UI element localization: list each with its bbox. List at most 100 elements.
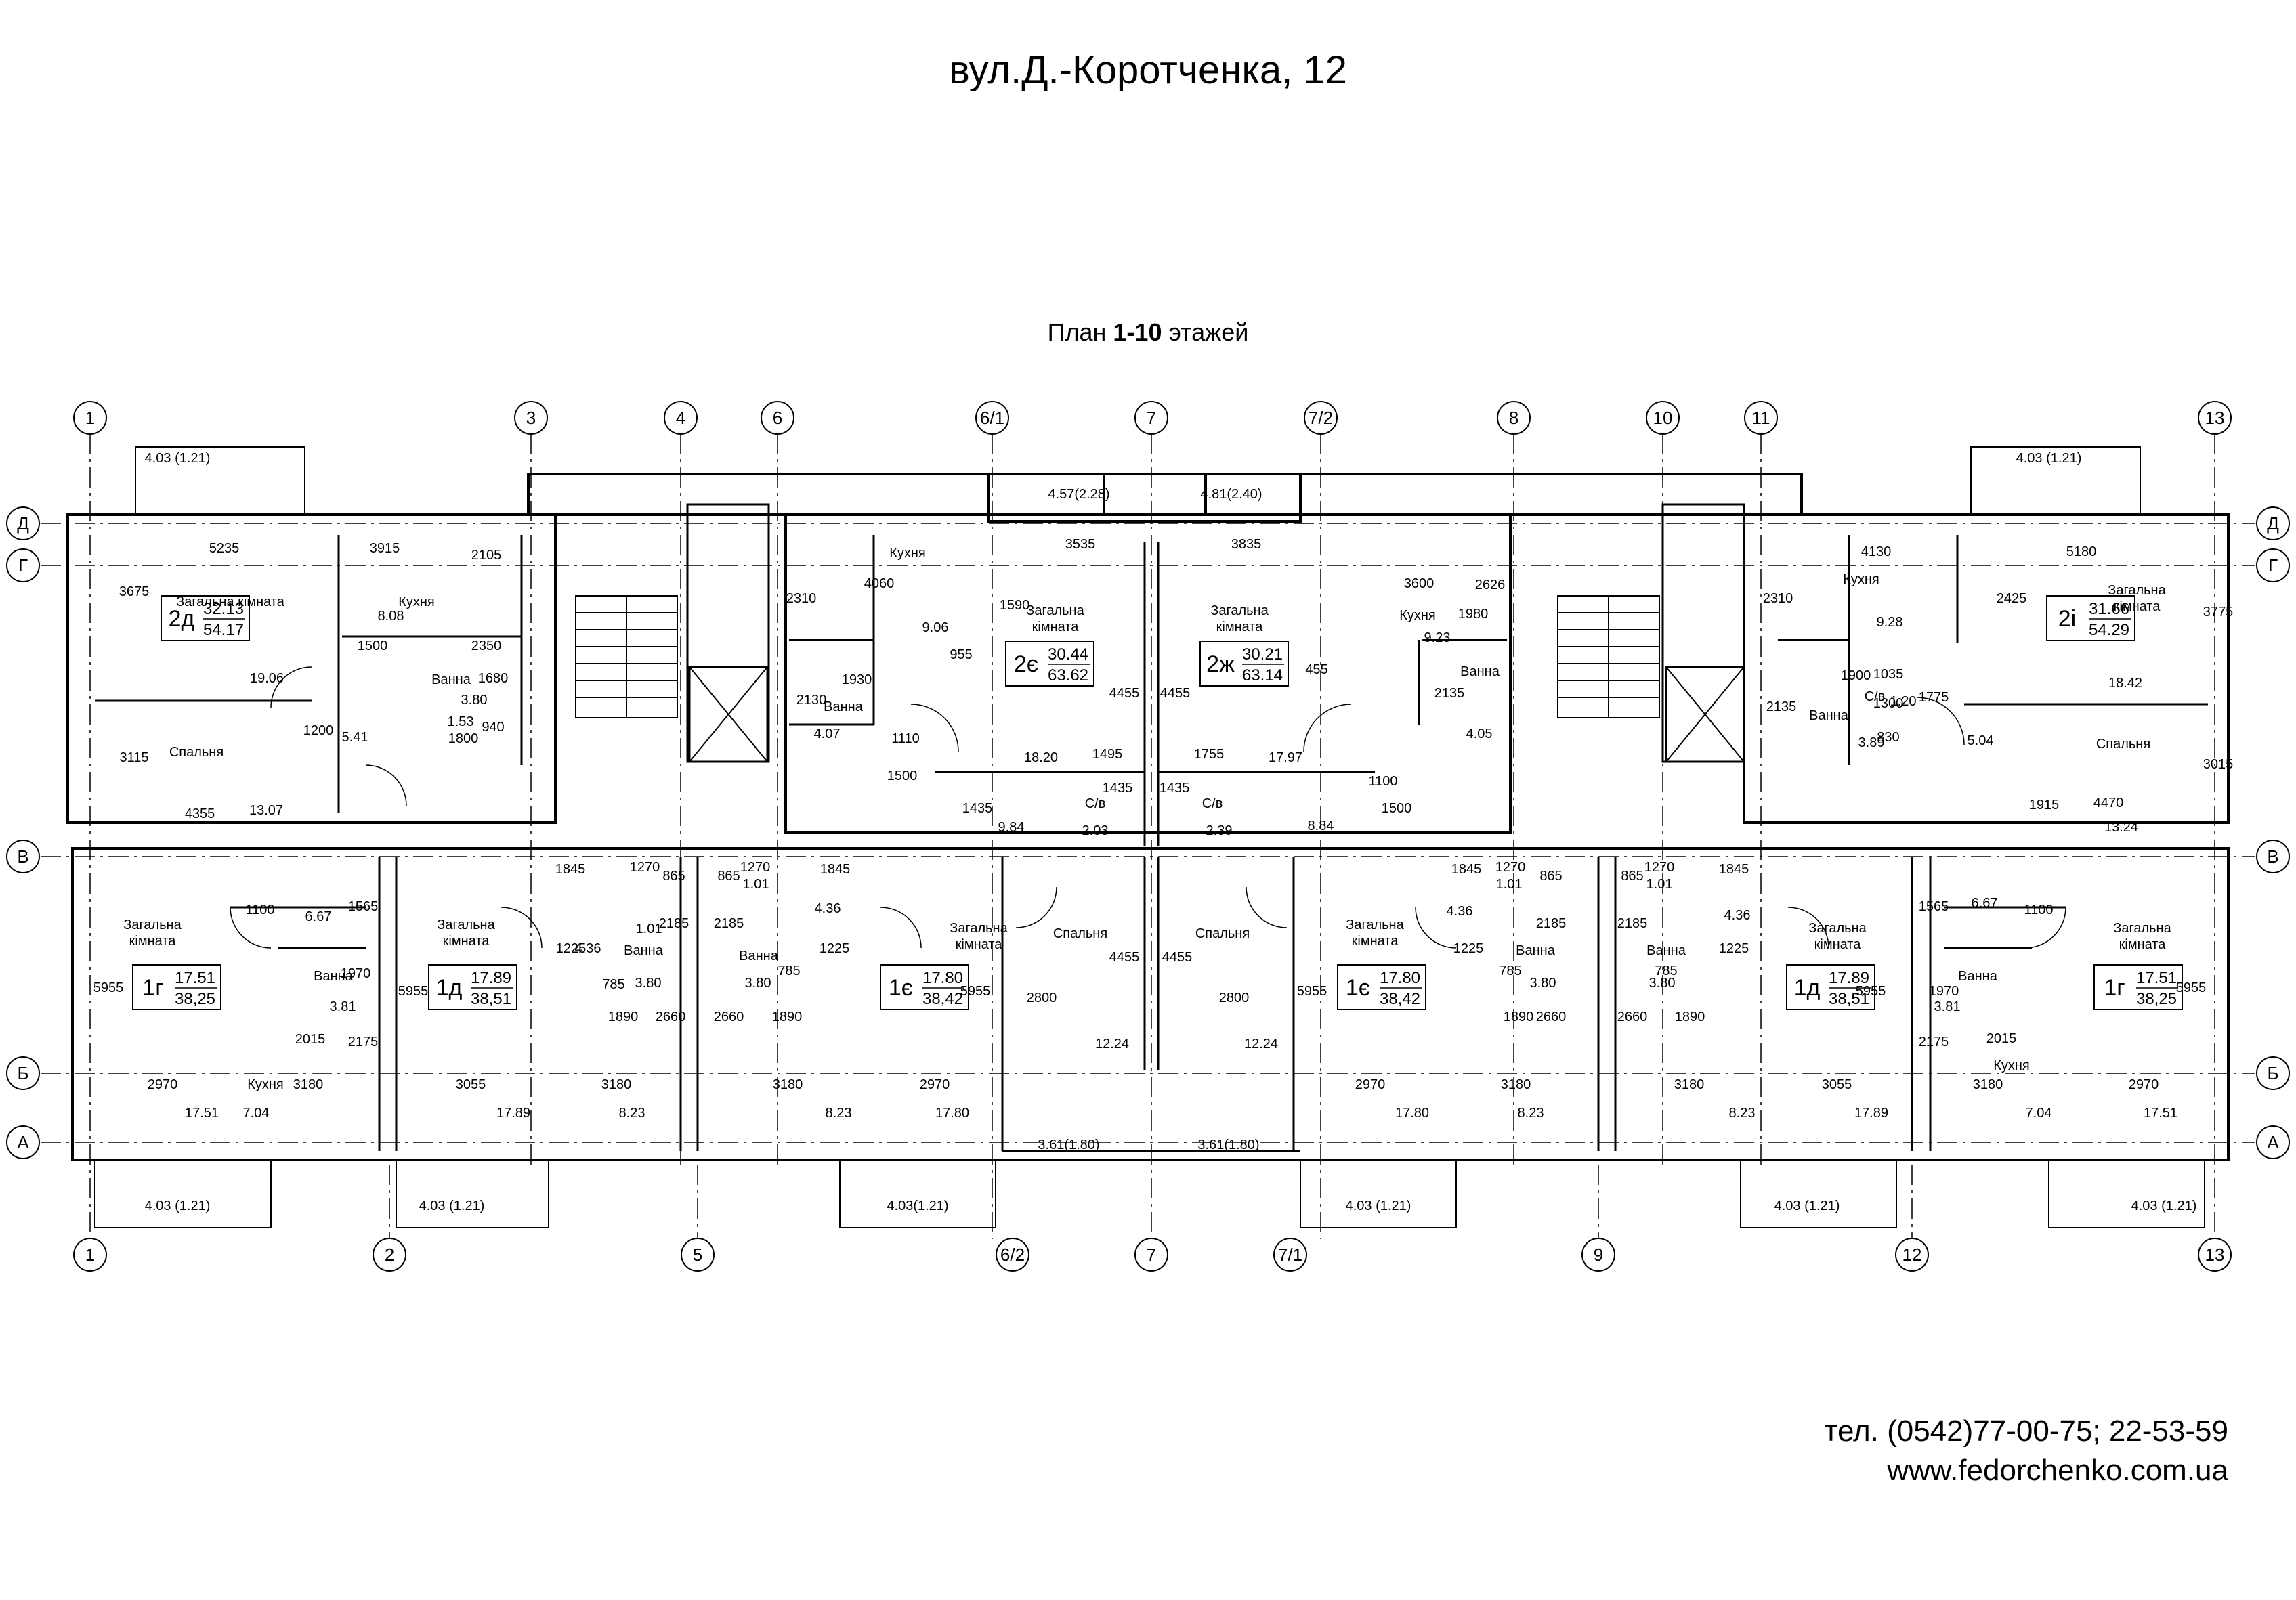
dimension-label: 4355 [185, 806, 215, 821]
axis-label: 8 [1509, 408, 1518, 428]
room-label: Спальня [169, 745, 224, 760]
apartment-living-area: 17.51 [175, 969, 215, 987]
internal-walls [95, 503, 2208, 1151]
apartment-living-area: 17.80 [1380, 969, 1420, 987]
room-label: Кухня [889, 546, 926, 561]
axes.top-axis-marker: 10 [1646, 401, 1680, 435]
dimension-label: 2800 [1027, 991, 1057, 1006]
dimension-label: 9.84 [998, 820, 1025, 835]
room-label: С/в [1202, 796, 1223, 811]
axis-label: В [2267, 846, 2278, 867]
dimension-label: 2135 [1766, 699, 1797, 714]
dimension-label: 1100 [245, 903, 274, 917]
axis-label: 5 [693, 1245, 702, 1265]
plan-subtitle: План 1-10 этажей [1047, 318, 1249, 346]
dimension-label: 785 [602, 977, 624, 992]
dimension-label: 785 [1499, 964, 1521, 978]
dimension-label: 2970 [1355, 1077, 1386, 1092]
axes.right-axis-marker: В [2256, 840, 2290, 873]
dimension-label: 5235 [209, 541, 240, 556]
room-label: Загальна [437, 917, 495, 932]
dimension-label: 1845 [555, 862, 586, 877]
dimension-label: 3835 [1231, 537, 1262, 552]
dimension-label: 2130 [796, 693, 827, 708]
apartment-type: 1д [436, 975, 463, 1001]
apartment-type: 1г [2104, 975, 2125, 1001]
room-label: Кухня [1399, 608, 1436, 623]
axes.top-axis-marker: 6/1 [975, 401, 1009, 435]
dimension-label: 1845 [1451, 862, 1482, 877]
room-label: Загальна [1808, 921, 1867, 936]
apartment-total-area: 38,25 [2136, 990, 2177, 1008]
dimension-label: 3015 [2203, 757, 2234, 772]
apartment-total-area: 38,42 [1380, 990, 1420, 1008]
contact-phone: тел. (0542)77-00-75; 22-53-59 [1824, 1414, 2228, 1448]
dimension-label: 3180 [773, 1077, 803, 1092]
dimension-label: 1500 [1382, 801, 1412, 816]
axis-label: 3 [526, 408, 536, 428]
dimension-label: 865 [717, 869, 740, 884]
dimension-label: 3.81 [1934, 999, 1961, 1014]
dimension-label: 1775 [1919, 690, 1949, 705]
apartment-type: 1г [142, 975, 163, 1001]
room-label: Загальна [2113, 921, 2171, 936]
room-label: Загальна кімната [176, 594, 285, 609]
axes.left-axis-marker: Г [6, 548, 40, 582]
apartment-living-area: 31.66 [2089, 600, 2129, 618]
dimension-label: 1435 [1103, 781, 1133, 796]
dimension-label: 2970 [148, 1077, 178, 1092]
dimension-label: 3600 [1404, 576, 1434, 591]
room-label: Загальна [123, 917, 182, 932]
apartment-total-area: 63.14 [1242, 666, 1283, 685]
dimension-label: 2185 [1617, 916, 1648, 931]
dimension-label: 1.01 [636, 922, 662, 936]
axes.bottom-axis-marker: 12 [1895, 1238, 1929, 1272]
dimension-label: 1100 [2024, 903, 2053, 917]
dimension-label: 7.04 [2026, 1106, 2052, 1121]
dimension-label: 3915 [370, 541, 400, 556]
dimension-label: 8.08 [378, 609, 404, 624]
dimension-label: 1890 [608, 1010, 639, 1024]
dimension-label: 17.97 [1269, 750, 1302, 765]
dimension-label: 1435 [1160, 781, 1190, 796]
dimension-label: 18.42 [2108, 676, 2142, 691]
dimension-label: 1110 [891, 731, 920, 746]
dimension-label: 4.07 [814, 727, 841, 741]
dimension-label: 5180 [2066, 544, 2097, 559]
room-label: кімната [956, 937, 1003, 952]
dimension-label: 1590 [1000, 598, 1030, 613]
dimension-label: 2185 [659, 916, 689, 931]
room-label: Ванна [1460, 664, 1500, 679]
doors [230, 666, 2066, 949]
balcony-label: 4.03 (1.21) [2131, 1198, 2197, 1213]
dimension-label: 6.67 [305, 909, 332, 924]
dimension-label: 1565 [1919, 899, 1949, 914]
room-label: Кухня [1993, 1058, 2030, 1073]
axes.left-axis-marker: Д [6, 506, 40, 540]
balcony-label: 3.61(1.80) [1038, 1138, 1099, 1152]
axis-label: 13 [2205, 408, 2225, 428]
balcony-label: 3.61(1.80) [1197, 1138, 1259, 1152]
room-label: Ванна [1958, 969, 1998, 984]
room-label: Ванна [314, 969, 354, 984]
dimension-label: 1270 [630, 860, 660, 875]
dimension-label: 5.41 [342, 730, 368, 745]
dimension-label: 12.24 [1095, 1037, 1129, 1052]
dimension-label: 5955 [398, 984, 429, 999]
apartment-type: 2ж [1206, 651, 1235, 677]
apartment-type: 2д [169, 606, 195, 632]
dimension-label: 4130 [1861, 544, 1892, 559]
axes.top-axis-marker: 8 [1497, 401, 1531, 435]
dimension-label: 2660 [714, 1010, 744, 1024]
dimension-label: 4.05 [1466, 727, 1493, 741]
dimension-label: 4455 [1109, 950, 1140, 965]
dimension-label: 1680 [478, 671, 509, 686]
balcony-label: 4.81(2.40) [1200, 487, 1262, 502]
apartment-total-area: 63.62 [1048, 666, 1088, 685]
dimension-label: 1845 [820, 862, 851, 877]
dimension-label: 1.53 [448, 714, 474, 729]
dimension-label: 2015 [295, 1032, 326, 1047]
axes.top-axis-marker: 6 [761, 401, 794, 435]
